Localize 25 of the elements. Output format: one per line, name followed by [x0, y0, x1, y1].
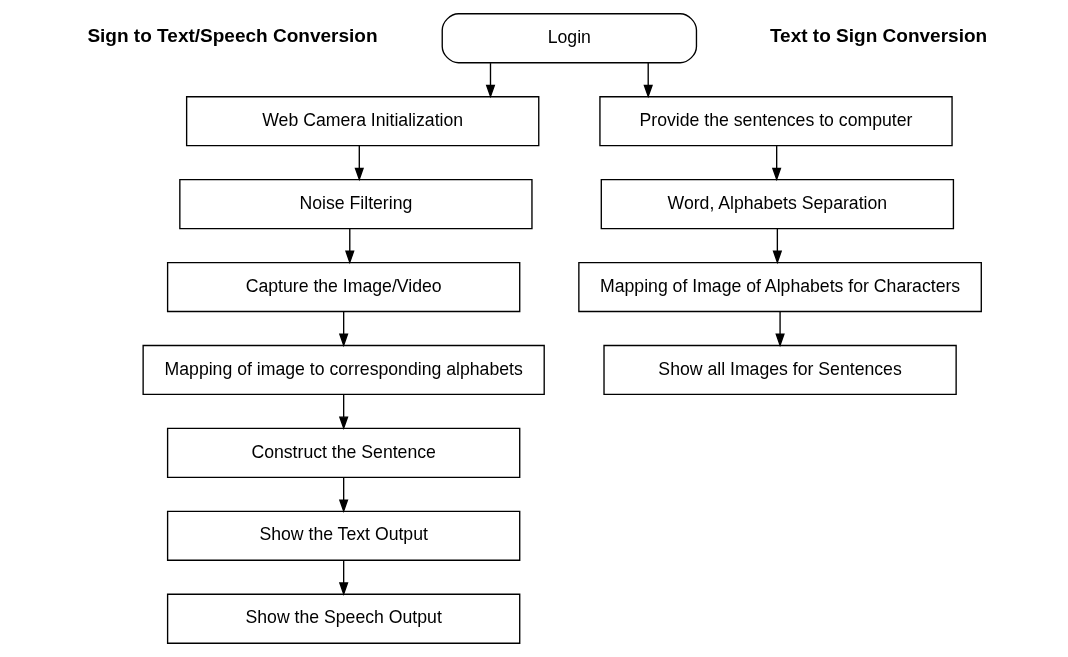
arrow: [338, 394, 349, 431]
label: Sign to Text/Speech Conversion: [87, 24, 378, 46]
arrow: [485, 62, 496, 99]
arrow: [345, 228, 355, 265]
node-box: Mapping of image to corresponding alphabets: [142, 344, 545, 396]
arrow: [354, 145, 365, 182]
arrow: [643, 62, 653, 99]
node-box: Login: [441, 13, 698, 64]
arrow: [338, 560, 349, 596]
node-box: Construct the Sentence: [166, 427, 521, 479]
arrow: [775, 311, 785, 348]
node-box: Show all Images for Sentences: [603, 344, 957, 396]
node-box: Noise Filtering: [179, 178, 533, 230]
node-box: Word, Alphabets Separation: [600, 178, 955, 230]
node-box: Provide the sentences to computer: [599, 96, 953, 147]
node-box: Mapping of Image of Alphabets for Characters: [578, 261, 982, 313]
arrow: [772, 228, 783, 265]
arrow: [338, 311, 349, 348]
arrow: [338, 477, 349, 513]
node-box: Show the Text Output: [166, 510, 521, 561]
node-box: Show the Speech Output: [166, 593, 521, 644]
arrow: [771, 145, 782, 182]
node-box: Capture the Image/Video: [166, 261, 521, 313]
node-box: Web Camera Initialization: [185, 96, 540, 147]
label: Text to Sign Conversion: [769, 24, 988, 46]
